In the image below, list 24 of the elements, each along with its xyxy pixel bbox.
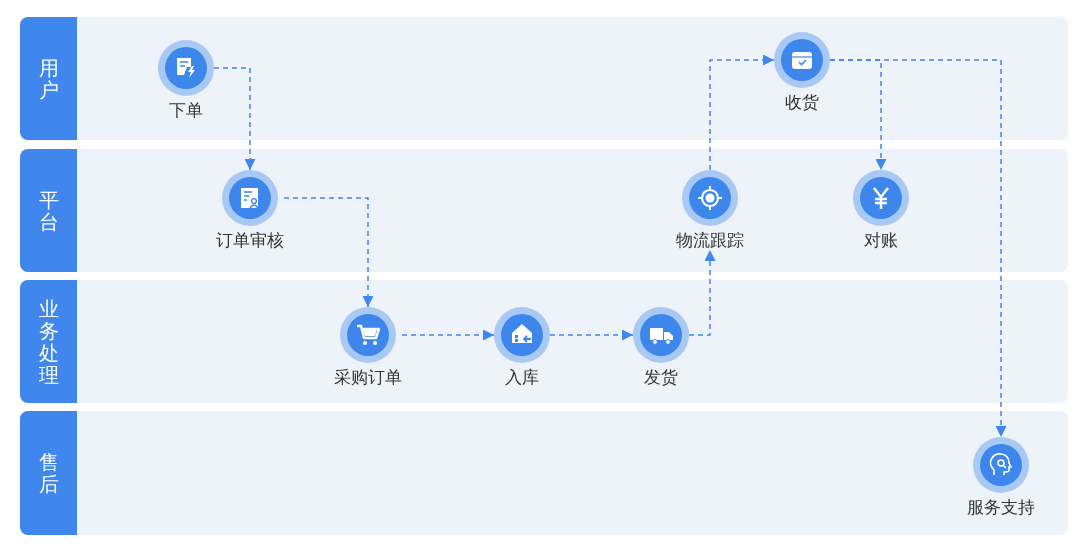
arrow	[401, 329, 495, 341]
step-label: 发货	[644, 367, 678, 387]
arrow	[709, 54, 775, 171]
arrow	[283, 197, 374, 308]
step-label: 采购订单	[334, 367, 402, 387]
step-label: 收货	[785, 92, 819, 112]
lane-header: 平台	[20, 149, 77, 272]
arrow	[549, 329, 634, 341]
arrow	[688, 249, 716, 336]
lane-header: 用户	[20, 17, 77, 140]
step-label: 入库	[505, 367, 539, 387]
step-label: 服务支持	[967, 497, 1035, 517]
lane-header: 业务处理	[20, 280, 77, 403]
arrow	[829, 59, 1007, 438]
step-label: 订单审核	[216, 230, 284, 250]
swimlane	[20, 411, 1068, 535]
swimlane	[20, 149, 1068, 272]
step-label: 对账	[864, 230, 898, 250]
arrow	[213, 67, 256, 171]
swimlane	[20, 17, 1068, 140]
swimlane	[20, 280, 1068, 403]
lane-header: 售后	[20, 411, 77, 535]
step-label: 物流跟踪	[676, 230, 744, 250]
step-label: 下单	[169, 100, 203, 120]
